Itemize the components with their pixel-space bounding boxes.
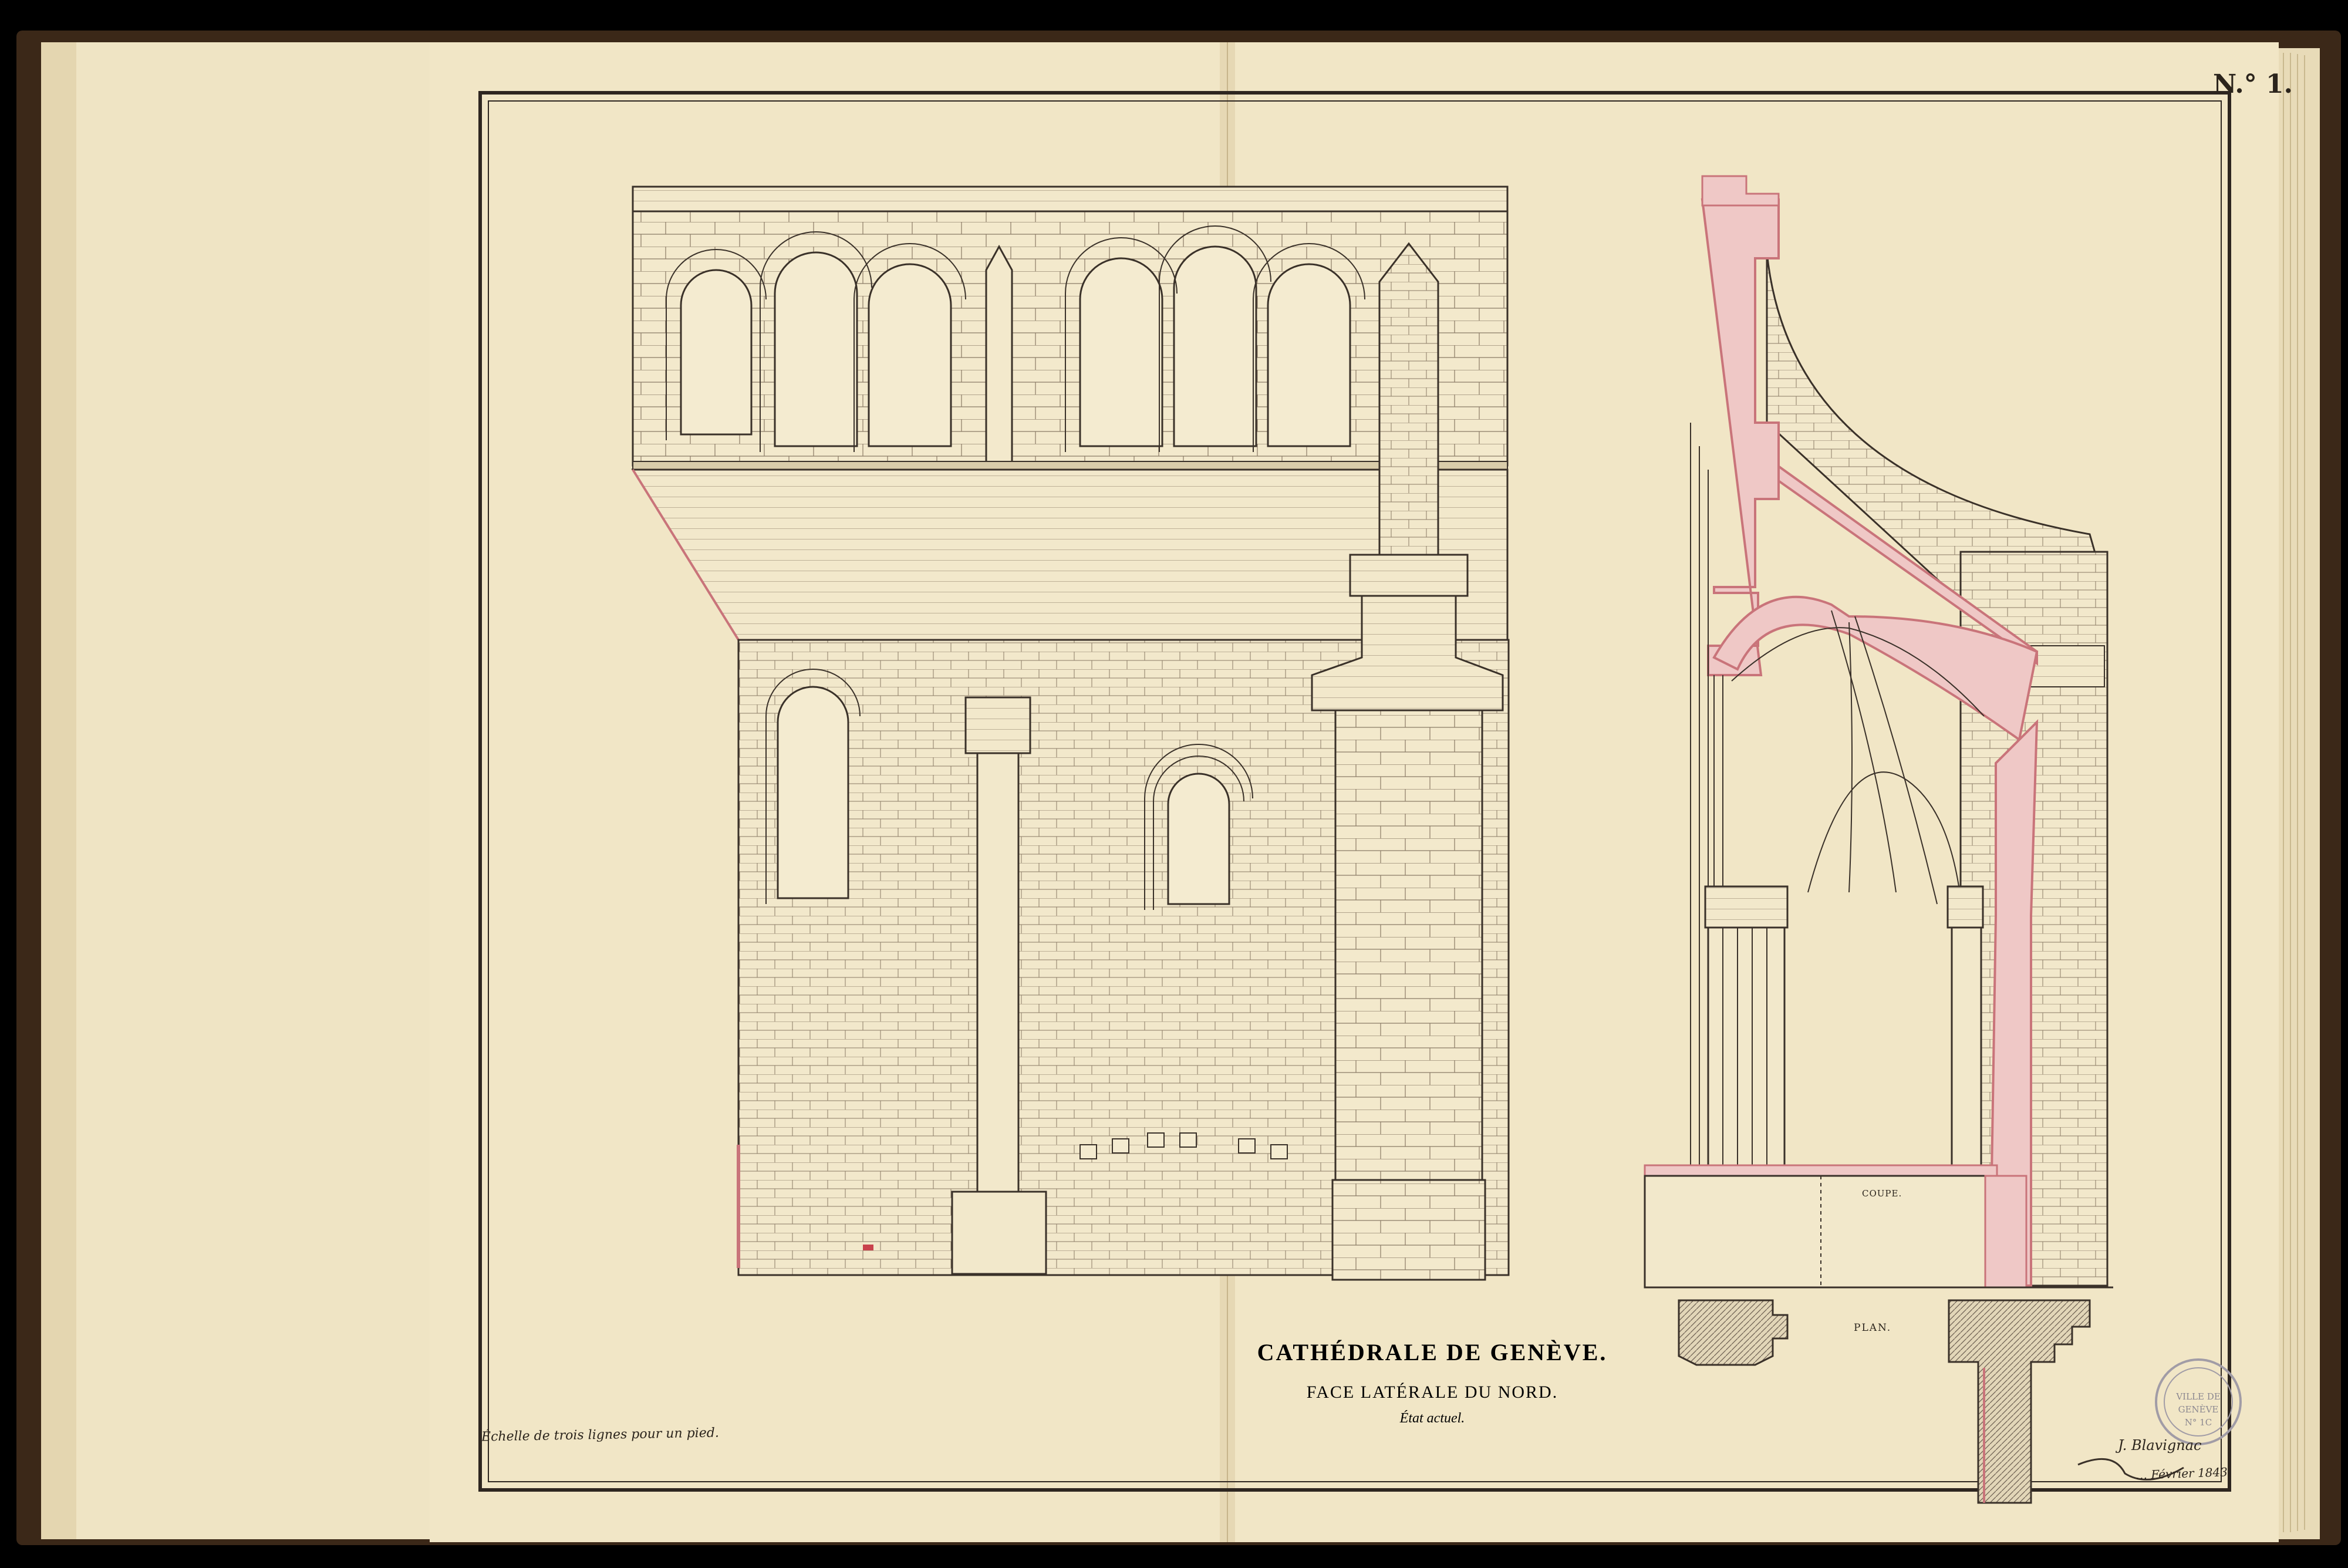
plate-frame-outer: [478, 91, 2231, 1492]
stamp-label: VILLE DE GENÈVE: [2176, 1391, 2221, 1415]
title-main: CATHÉDRALE DE GENÈVE.: [1257, 1339, 1608, 1365]
left-page-shadow: [41, 42, 76, 1539]
stamp-text: VILLE DE GENÈVE N° 1C: [2160, 1390, 2236, 1429]
north-elevation-drawing: [631, 186, 1510, 1281]
title-state: État actuel.: [1399, 1411, 1465, 1426]
stamp-number: N° 1C: [2184, 1417, 2212, 1428]
signature-name: J. Blavignac: [2118, 1437, 2202, 1454]
cross-section-drawing: [1644, 175, 2113, 1504]
section-label-plan: PLAN.: [1854, 1322, 1892, 1334]
section-label-coupe: COUPE.: [1862, 1188, 1902, 1199]
signature-flourish: [2077, 1458, 2184, 1481]
left-page: [41, 42, 434, 1539]
plate-frame-inner: [488, 100, 2222, 1482]
archive-stamp: [2155, 1358, 2242, 1445]
title-subtitle: FACE LATÉRALE DU NORD.: [1306, 1382, 1558, 1402]
right-page-edges: [2279, 48, 2320, 1539]
title-block: CATHÉDRALE DE GENÈVE. FACE LATÉRALE DU N…: [1221, 1338, 1644, 1427]
plate-number: N.° 1.: [2213, 69, 2293, 99]
